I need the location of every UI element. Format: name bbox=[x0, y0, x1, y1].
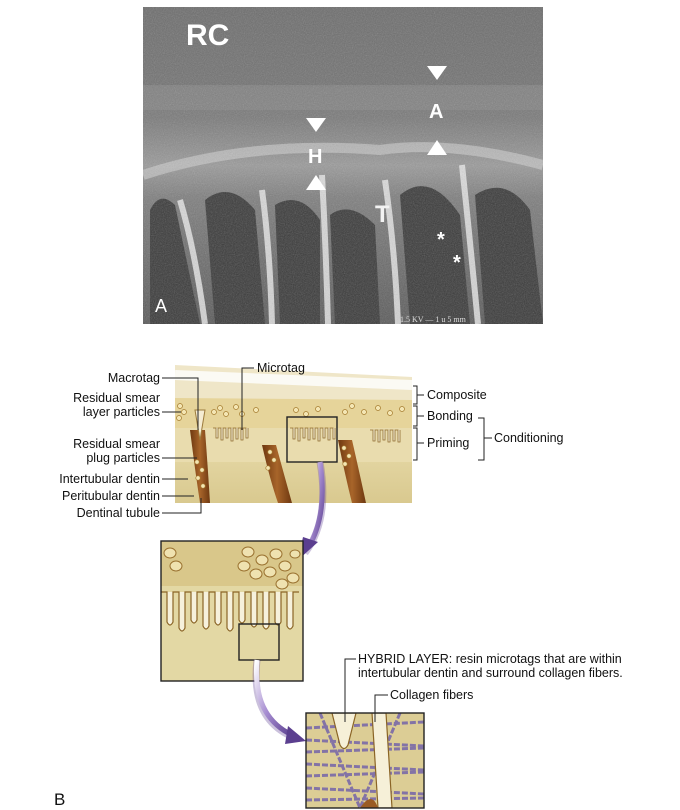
label-microtag: Microtag bbox=[257, 361, 305, 375]
label-peritubular-dentin: Peritubular dentin bbox=[62, 489, 160, 503]
scale-caption: 1.5 KV — 1 u 5 mm bbox=[400, 315, 467, 324]
panel-letter-a: A bbox=[155, 296, 167, 316]
arrowhead-down-h bbox=[306, 118, 326, 132]
label-a: A bbox=[429, 101, 443, 123]
label-bonding: Bonding bbox=[427, 409, 473, 423]
asterisk-2: * bbox=[453, 252, 461, 274]
label-hybrid-layer-1: HYBRID LAYER: resin microtags that are w… bbox=[358, 652, 622, 666]
label-residual-smear-layer-2: layer particles bbox=[82, 405, 160, 419]
label-composite: Composite bbox=[427, 388, 487, 402]
label-rc: RC bbox=[186, 19, 229, 52]
label-residual-smear-plug-2: plug particles bbox=[86, 451, 160, 465]
panel-letter-b: B bbox=[54, 790, 66, 809]
label-hybrid-layer-2: intertubular dentin and surround collage… bbox=[358, 666, 623, 680]
right-brackets bbox=[413, 385, 492, 461]
label-collagen-fibers: Collagen fibers bbox=[390, 688, 474, 702]
zoom-inset-1 bbox=[161, 541, 303, 681]
zoom-box-2 bbox=[238, 623, 280, 661]
arrowhead-up-h bbox=[306, 175, 326, 190]
inset2-leader-lines bbox=[344, 658, 388, 722]
sem-annotations: RC A H T * * A 1.5 KV — 1 u 5 mm bbox=[155, 19, 467, 324]
label-conditioning: Conditioning bbox=[494, 431, 564, 445]
zoom-inset-2 bbox=[306, 713, 424, 808]
left-leader-lines bbox=[162, 377, 202, 514]
label-intertubular-dentin: Intertubular dentin bbox=[59, 472, 160, 486]
label-h: H bbox=[308, 146, 322, 168]
label-residual-smear-plug-1: Residual smear bbox=[73, 437, 160, 451]
arrowhead-down-a bbox=[427, 66, 447, 80]
asterisk-1: * bbox=[437, 229, 445, 251]
sem-micrograph bbox=[143, 7, 543, 324]
arrowhead-up-a bbox=[427, 140, 447, 155]
zoom-box-1 bbox=[286, 416, 338, 463]
label-priming: Priming bbox=[427, 436, 470, 450]
label-t: T bbox=[375, 201, 390, 228]
bond-schematic bbox=[175, 365, 412, 503]
label-dentinal-tubule: Dentinal tubule bbox=[76, 506, 160, 520]
zoom-arrow-2 bbox=[252, 659, 306, 744]
label-residual-smear-layer-1: Residual smear bbox=[73, 391, 160, 405]
microtag-leader bbox=[241, 367, 254, 430]
label-macrotag: Macrotag bbox=[107, 371, 160, 385]
